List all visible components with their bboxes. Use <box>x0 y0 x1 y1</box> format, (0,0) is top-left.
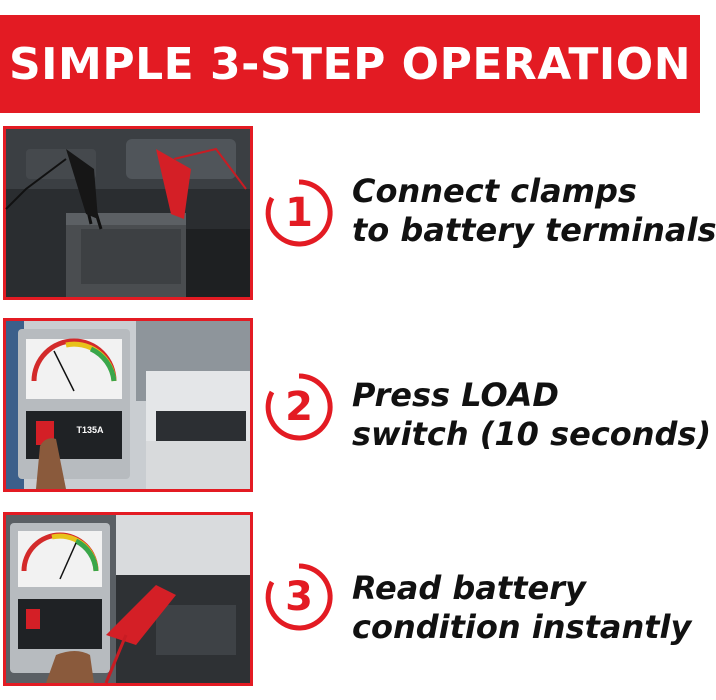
circle-arc-icon <box>265 373 333 441</box>
step-1-number: 1 <box>262 176 336 250</box>
step-2-number-label: 2 <box>285 384 313 430</box>
page-title: SIMPLE 3-STEP OPERATION <box>8 38 692 90</box>
battery-clamps-photo <box>5 129 250 297</box>
circle-arc-icon <box>265 563 333 631</box>
step-3-number-label: 3 <box>285 574 313 620</box>
step-1-line-2: to battery terminals <box>352 211 716 249</box>
step-3-line-2: condition instantly <box>352 608 692 646</box>
device-model-label: T135A <box>76 425 104 435</box>
load-switch-photo: T135A <box>6 321 250 489</box>
step-2-text: Press LOAD switch (10 seconds) <box>352 376 712 454</box>
step-1-photo <box>3 126 253 300</box>
step-1-text: Connect clamps to battery terminals <box>352 172 716 250</box>
read-gauge-photo <box>6 515 250 684</box>
step-3-line-1: Read battery <box>352 569 586 607</box>
step-3-photo <box>3 512 253 686</box>
step-3-number: 3 <box>262 560 336 634</box>
step-2-line-1: Press LOAD <box>352 376 559 414</box>
step-2-photo: T135A <box>3 318 253 492</box>
step-2-number: 2 <box>262 370 336 444</box>
step-1-line-1: Connect clamps <box>352 172 637 210</box>
step-1-number-label: 1 <box>285 190 313 236</box>
step-2-line-2: switch (10 seconds) <box>352 415 712 453</box>
header-banner: SIMPLE 3-STEP OPERATION <box>0 15 700 113</box>
circle-arc-icon <box>265 179 333 247</box>
step-3-text: Read battery condition instantly <box>352 569 697 647</box>
